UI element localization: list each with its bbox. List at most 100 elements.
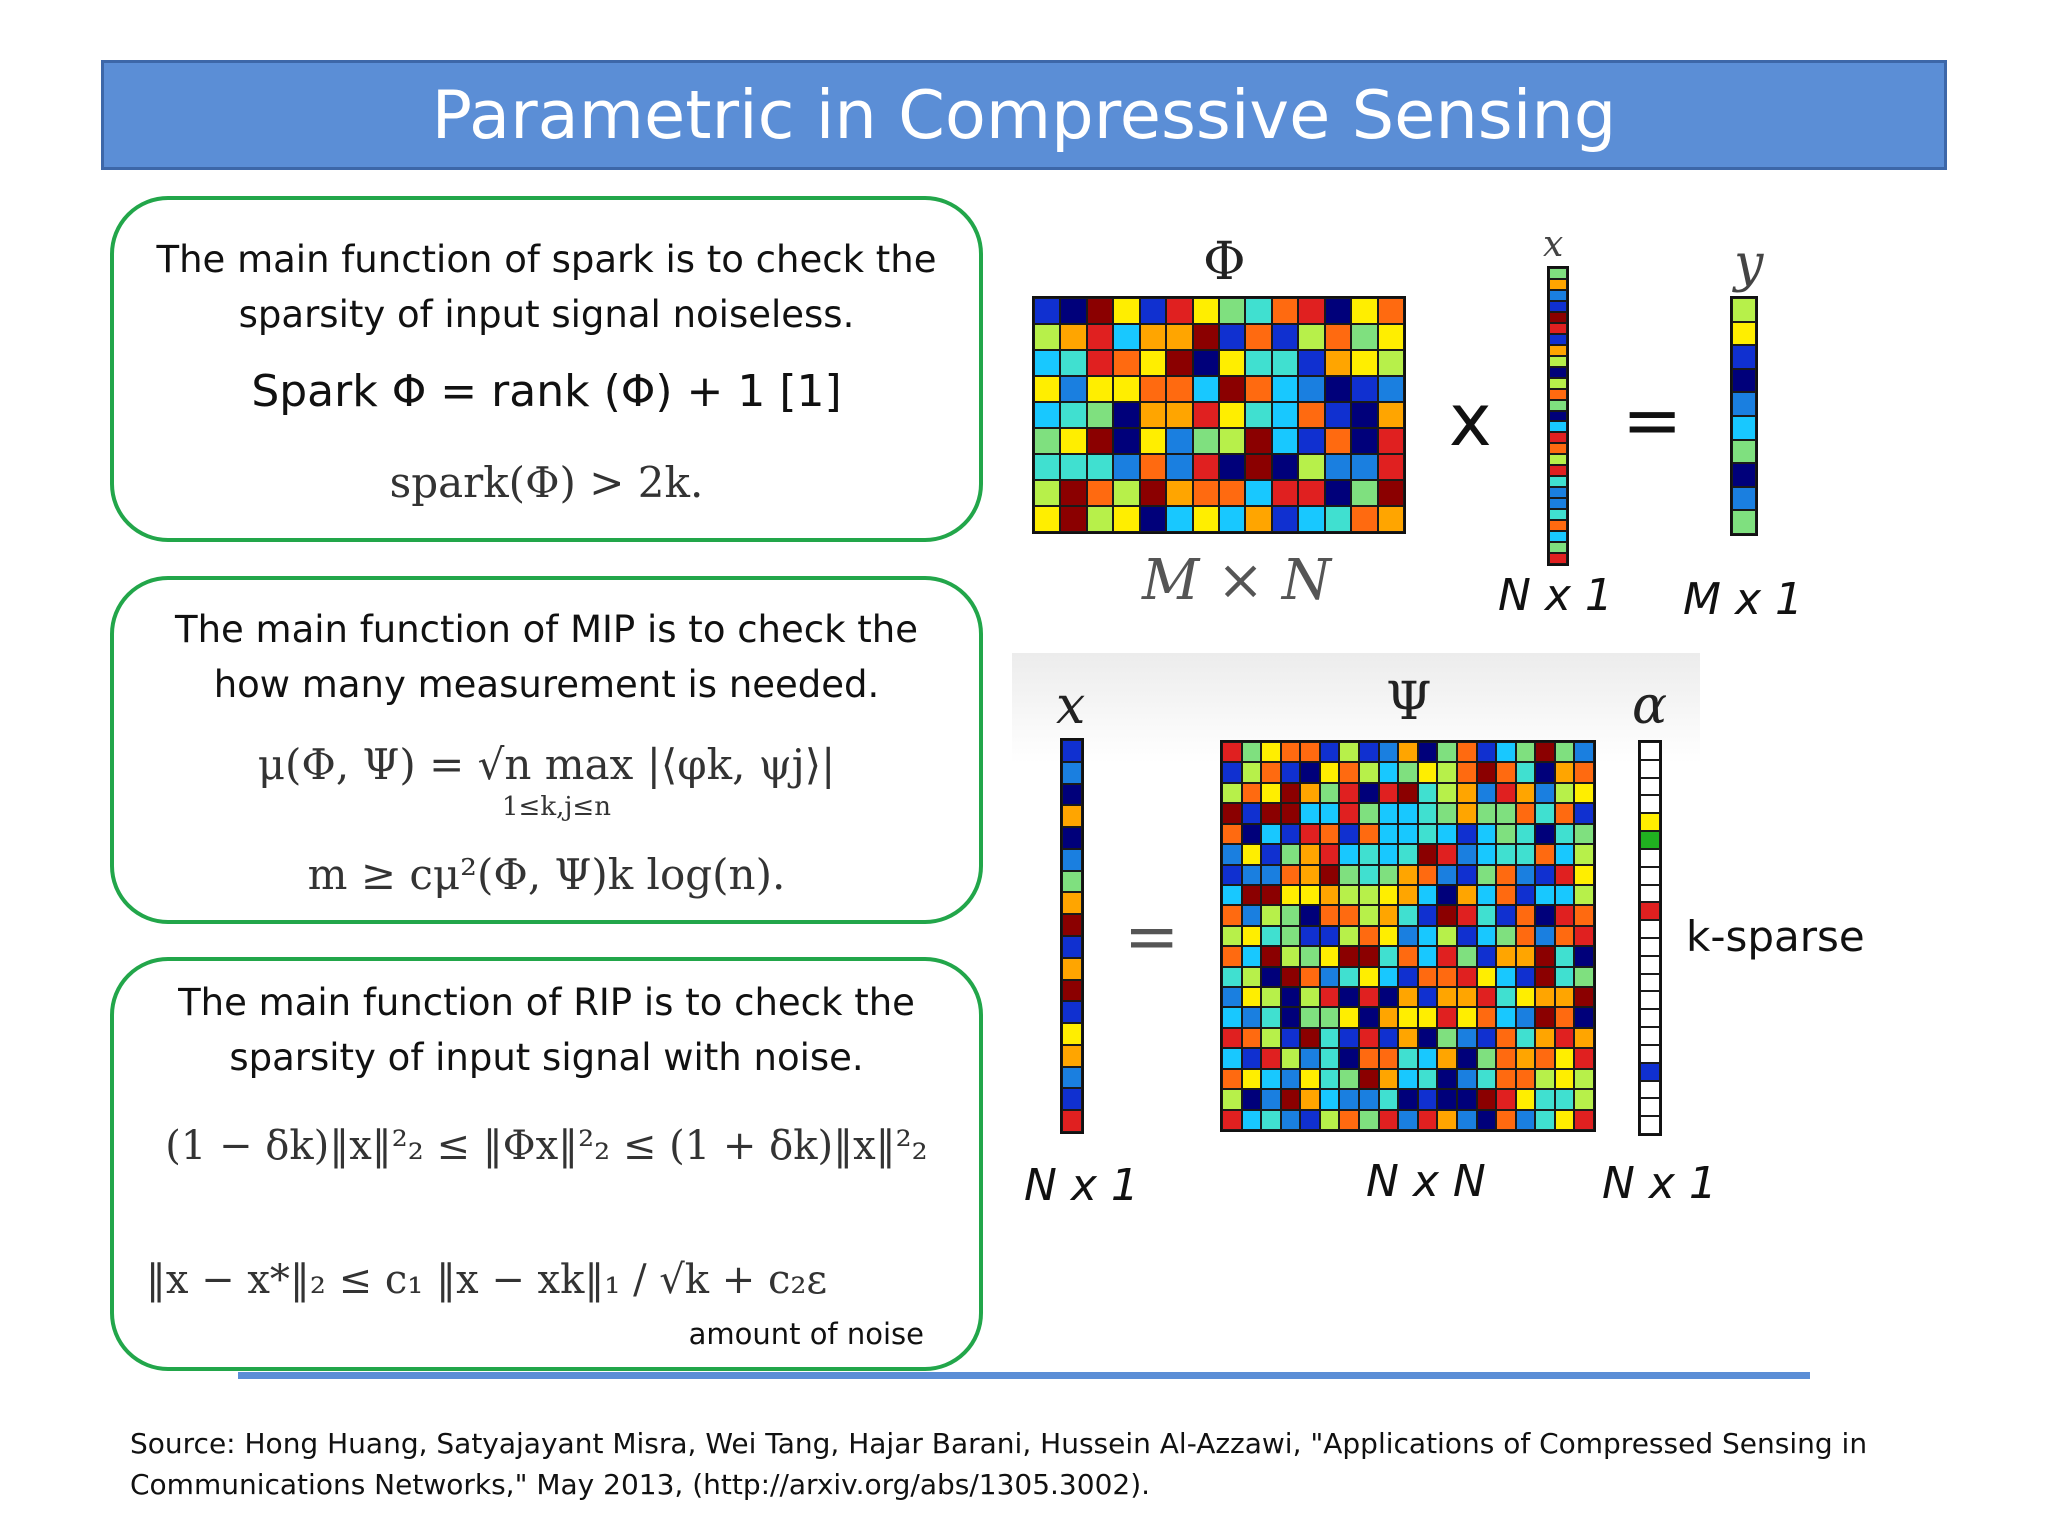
psi-cell [1339, 1048, 1360, 1069]
rip-text-line1: The main function of RIP is to check the [178, 981, 915, 1024]
psi-cell [1300, 925, 1320, 947]
psi-cell [1574, 1089, 1594, 1110]
phi-cell [1377, 324, 1404, 350]
x1-cell [1549, 355, 1567, 367]
psi-cell [1261, 782, 1281, 804]
psi-cell [1378, 742, 1399, 763]
psi-cell [1222, 966, 1242, 988]
psi-cell [1574, 987, 1594, 1008]
psi-cell [1535, 946, 1555, 967]
psi-cell [1241, 864, 1262, 885]
psi-cell [1496, 925, 1516, 947]
phi-symbol: Φ [1203, 232, 1246, 292]
phi-cell [1034, 350, 1061, 376]
psi-cell [1280, 823, 1301, 845]
phi-cell [1060, 350, 1087, 376]
source-line-2: Communications Networks," May 2013, (htt… [130, 1468, 1151, 1501]
psi-cell [1417, 823, 1438, 845]
phi-cell [1034, 324, 1061, 350]
y-cell [1732, 463, 1756, 487]
x2-cell [1062, 957, 1082, 980]
phi-cell [1351, 350, 1378, 376]
x1-cell [1549, 476, 1567, 488]
psi-cell [1378, 987, 1399, 1008]
psi-symbol: Ψ [1386, 672, 1432, 732]
psi-cell [1300, 803, 1320, 824]
psi-cell [1398, 742, 1418, 763]
mip-math1-subscript: 1≤k,j≤n [502, 792, 611, 822]
psi-cell [1280, 966, 1301, 988]
psi-cell [1574, 925, 1594, 947]
x1-cell [1549, 465, 1567, 477]
phi-cell [1298, 350, 1325, 376]
psi-cell [1476, 1048, 1497, 1069]
psi-cell [1280, 762, 1301, 783]
phi-cell [1324, 454, 1352, 480]
psi-cell [1515, 864, 1536, 885]
psi-cell [1359, 884, 1379, 906]
title-bar: Parametric in Compressive Sensing [101, 60, 1947, 170]
psi-cell [1515, 905, 1536, 926]
psi-cell [1319, 884, 1340, 906]
psi-cell [1574, 966, 1594, 988]
psi-cell [1437, 823, 1457, 845]
psi-cell [1456, 1089, 1477, 1110]
psi-cell [1319, 803, 1340, 824]
psi-cell [1319, 1109, 1340, 1130]
phi-cell [1192, 350, 1219, 376]
mip-math2: m ≥ cμ²(Φ, Ψ)k log(n). [307, 850, 786, 899]
psi-cell [1398, 1068, 1418, 1090]
psi-cell [1280, 1089, 1301, 1110]
psi-cell [1222, 905, 1242, 926]
phi-cell [1245, 506, 1272, 532]
psi-cell [1574, 905, 1594, 926]
psi-cell [1476, 884, 1497, 906]
psi-cell [1222, 1007, 1242, 1028]
psi-cell [1359, 1089, 1379, 1110]
psi-cell [1300, 1007, 1320, 1028]
psi-cell [1417, 762, 1438, 783]
phi-cell [1245, 350, 1272, 376]
psi-cell [1378, 1027, 1399, 1049]
spark-text-line1: The main function of spark is to check t… [156, 238, 937, 281]
psi-cell [1437, 782, 1457, 804]
phi-cell [1139, 428, 1167, 454]
psi-cell [1222, 782, 1242, 804]
phi-cell [1245, 298, 1272, 324]
psi-cell [1319, 946, 1340, 967]
psi-cell [1476, 1089, 1497, 1110]
psi-cell [1437, 946, 1457, 967]
phi-cell [1166, 324, 1193, 350]
x-vector-1 [1547, 266, 1569, 566]
x1-cell [1549, 498, 1567, 510]
x2-cell [1062, 740, 1082, 762]
psi-cell [1437, 1027, 1457, 1049]
phi-cell [1377, 402, 1404, 428]
x2-cell [1062, 761, 1082, 784]
psi-cell [1476, 762, 1497, 783]
psi-cell [1280, 1048, 1301, 1069]
psi-cell [1417, 1068, 1438, 1090]
psi-cell [1339, 905, 1360, 926]
psi-cell [1535, 844, 1555, 865]
psi-cell [1378, 905, 1399, 926]
k-sparse-label: k-sparse [1686, 912, 1865, 961]
phi-cell [1113, 402, 1140, 428]
alpha-cell [1640, 759, 1660, 778]
psi-cell [1359, 864, 1379, 885]
alpha-dim-label: N x 1 [1602, 1158, 1717, 1209]
phi-cell [1192, 298, 1219, 324]
psi-cell [1261, 1068, 1281, 1090]
psi-cell [1515, 844, 1536, 865]
rip-math1: (1 − δk)‖x‖²₂ ≤ ‖Φx‖²₂ ≤ (1 + δk)‖x‖²₂ [165, 1123, 928, 1169]
phi-cell [1192, 428, 1219, 454]
psi-cell [1378, 966, 1399, 988]
x2-cell [1062, 1088, 1082, 1111]
psi-cell [1359, 925, 1379, 947]
psi-cell [1398, 946, 1418, 967]
psi-cell [1398, 803, 1418, 824]
phi-cell [1166, 376, 1193, 402]
psi-cell [1378, 782, 1399, 804]
psi-cell [1515, 1089, 1536, 1110]
psi-cell [1280, 905, 1301, 926]
